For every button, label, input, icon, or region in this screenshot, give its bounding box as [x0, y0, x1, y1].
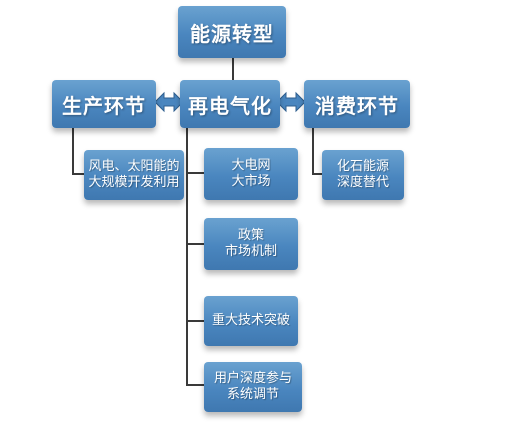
- root-node-label: 能源转型: [190, 21, 274, 46]
- production-connector-horizontal: [72, 173, 84, 175]
- center-branch-1: [186, 172, 204, 174]
- center-branch-4: [186, 384, 204, 386]
- center-child-1-label: 大电网 大市场: [231, 157, 271, 189]
- center-child-1: 大电网 大市场: [204, 148, 298, 200]
- production-node: 生产环节: [52, 80, 156, 128]
- center-child-4-label: 用户深度参与 系统调节: [213, 370, 292, 402]
- double-arrow-left: [155, 91, 183, 113]
- center-child-3-label: 重大技术突破: [211, 312, 290, 328]
- center-branch-3: [186, 320, 204, 322]
- center-connector-vertical: [186, 128, 188, 384]
- center-branch-2: [186, 243, 204, 245]
- root-node: 能源转型: [178, 6, 286, 58]
- consumption-child-node: 化石能源 深度替代: [322, 150, 404, 200]
- production-child-node: 风电、太阳能的 大规模开发利用: [84, 150, 184, 200]
- re-electrification-node: 再电气化: [180, 80, 280, 128]
- production-child-label: 风电、太阳能的 大规模开发利用: [88, 158, 180, 190]
- production-connector-vertical: [72, 128, 74, 174]
- center-child-2-label: 政策 市场机制: [224, 227, 277, 259]
- center-child-3: 重大技术突破: [204, 296, 298, 346]
- production-node-label: 生产环节: [62, 93, 146, 118]
- consumption-connector-horizontal: [312, 173, 322, 175]
- center-child-2: 政策 市场机制: [204, 218, 298, 270]
- center-child-4: 用户深度参与 系统调节: [204, 362, 302, 412]
- re-electrification-node-label: 再电气化: [188, 93, 272, 118]
- consumption-child-label: 化石能源 深度替代: [336, 158, 389, 190]
- root-connector: [232, 58, 234, 80]
- double-arrow-right: [277, 91, 305, 113]
- consumption-node-label: 消费环节: [315, 93, 399, 118]
- consumption-node: 消费环节: [304, 80, 410, 128]
- consumption-connector-vertical: [312, 128, 314, 174]
